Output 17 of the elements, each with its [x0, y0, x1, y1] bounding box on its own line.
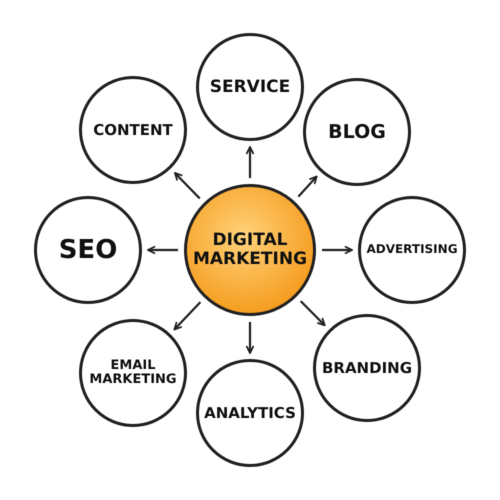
topic-label: DIGITAL MARKETING	[192, 231, 308, 269]
arrow	[246, 146, 254, 178]
arrow	[246, 322, 254, 354]
topic-label: BLOG	[328, 122, 386, 142]
topic-label: SEO	[58, 236, 118, 264]
topic-label: CONTENT	[93, 122, 173, 138]
arrow	[300, 300, 326, 326]
arrow	[173, 301, 202, 330]
topic-label: SERVICE	[210, 78, 290, 96]
topic-label: BRANDING	[322, 360, 412, 376]
arrow	[322, 246, 353, 254]
arrow	[298, 176, 318, 198]
topic-label: ANALYTICS	[204, 404, 296, 422]
topic-label: EMAIL MARKETING	[88, 358, 178, 388]
arrow	[174, 172, 201, 200]
topic-label: ADVERTISING	[366, 243, 458, 257]
arrow	[147, 246, 178, 254]
